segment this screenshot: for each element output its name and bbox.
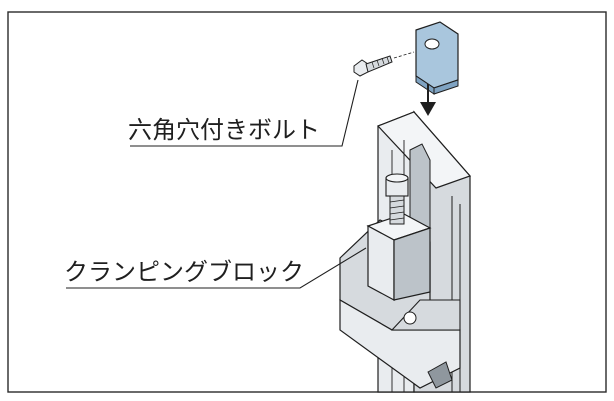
clamping-block [339, 213, 461, 389]
vertical-bolt [385, 173, 409, 225]
figure-border [7, 11, 607, 393]
callout-clamping-block: クランピングブロック [64, 247, 367, 289]
blue-bracket [415, 21, 459, 95]
callout-hex-bolt: 六角穴付きボルト [128, 79, 359, 147]
callout-hex-bolt-label: 六角穴付きボルト [128, 116, 320, 144]
callout-clamping-block-label: クランピングブロック [64, 258, 304, 286]
hex-socket-bolt [353, 51, 415, 77]
down-arrow-icon [420, 84, 436, 116]
